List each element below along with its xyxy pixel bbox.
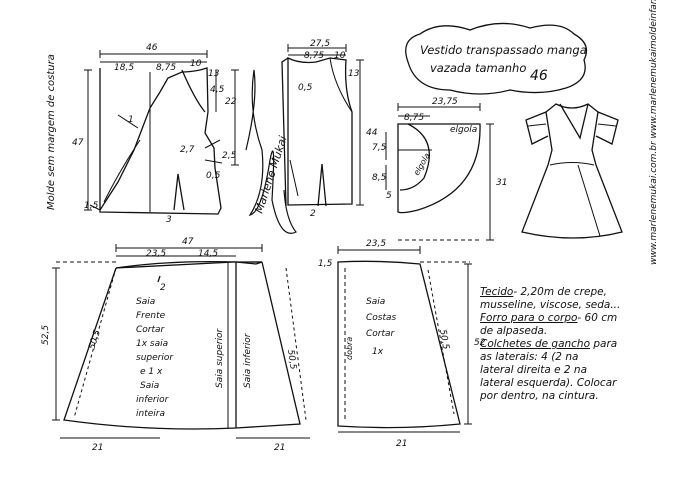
fb-seg3: 10 (190, 59, 202, 69)
title-line-1: Vestido transpassado manga (420, 43, 587, 57)
side-note: Molde sem margem de costura (46, 54, 57, 210)
fs-label-5: e 1 x (140, 367, 163, 377)
bs-label-3: 1x (372, 347, 384, 357)
bs-label-2: Cortar (366, 329, 396, 339)
fb-left: 47 (72, 138, 84, 148)
fs-label-4: superior (136, 353, 174, 363)
fb-45: 4,5 (210, 85, 225, 95)
fb-25: 2,5 (222, 151, 237, 161)
fb-27: 2,7 (180, 145, 195, 155)
sl-height: 31 (496, 178, 507, 188)
bb-13: 13 (348, 69, 360, 79)
hooks-label: Colchetes de gancho (480, 338, 591, 350)
fs-left: 52,5 (41, 325, 51, 345)
fs-bottom2: 21 (274, 443, 285, 453)
bs-label-0: Saia (366, 297, 385, 307)
sl-seg1: 8,75 (404, 113, 424, 123)
bs-fold: dobra (345, 337, 354, 360)
sleeve-piece (397, 123, 481, 214)
fb-13: 13 (208, 69, 220, 79)
fs-label-3: 1x saia (136, 339, 168, 349)
bb-seg2: 10 (334, 51, 346, 61)
bb-2: 2 (310, 209, 316, 219)
bs-top: 23,5 (366, 239, 386, 249)
lining-label: Forro para o corpo (480, 312, 578, 324)
fb-seg2: 8,75 (156, 63, 176, 73)
bs-bottom: 21 (396, 439, 407, 449)
fs-label-sup: Saia superior (215, 328, 225, 388)
fs-seg1: 23,5 (146, 249, 166, 259)
back-bodice-piece (281, 56, 353, 207)
bb-seg1: 8,75 (304, 51, 324, 61)
fb-right: 22 (225, 97, 237, 107)
hooks-text-4: lateral esquerda). Colocar (480, 377, 617, 389)
bs-right: 50,5 (437, 329, 450, 351)
title-cloud (405, 22, 588, 95)
hooks-text-5: por dentro, na cintura. (480, 390, 599, 402)
sl-left: 7,5 (372, 143, 387, 153)
fb-1: 1 (128, 115, 134, 125)
fs-top: 47 (182, 237, 194, 247)
dress-illustration (521, 103, 623, 239)
fb-3: 3 (166, 215, 172, 225)
back-skirt-piece (337, 260, 461, 429)
website-text: www.marlenemukai.com.br www.marlenemukai… (649, 0, 659, 265)
front-skirt-piece (63, 260, 301, 430)
fabric-text-2: musseline, viscose, seda... (480, 299, 621, 311)
fs-label-1: Frente (136, 311, 166, 321)
hooks-text-2: as laterais: 4 (2 na (480, 351, 579, 363)
hooks-text: para (593, 338, 618, 350)
fs-2: 2 (160, 283, 166, 293)
fs-slant: 50,5 (87, 329, 103, 351)
bs-label-1: Costas (366, 313, 397, 323)
bb-right: 44 (366, 128, 378, 138)
front-bodice-piece (89, 67, 223, 215)
bs-15: 1,5 (318, 259, 333, 269)
title-size: 46 (530, 68, 548, 84)
lining-text-2: de alpaseda. (480, 325, 548, 337)
bb-top: 27,5 (310, 39, 330, 49)
fs-label-8: inteira (136, 409, 165, 419)
fs-label-7: inferior (136, 395, 170, 405)
fs-label-inf: Saia inferior (243, 332, 253, 388)
hooks-text-3: lateral direita e 2 na (480, 364, 588, 376)
fabric-text: - 2,20m de crepe, (513, 286, 607, 298)
fs-seg2: 14,5 (198, 249, 218, 259)
fabric-notes: Tecido- 2,20m de crepe, musseline, visco… (480, 286, 670, 403)
sl-85: 8,5 (372, 173, 387, 183)
signature-text: Marlene Mukai (252, 134, 289, 215)
fabric-label: Tecido (480, 286, 514, 298)
fb-top: 46 (146, 43, 158, 53)
sl-top: 23,75 (432, 97, 458, 107)
bs-far-right: 52 (474, 338, 486, 348)
fs-right: 50,5 (285, 349, 298, 371)
lining-text: - 60 cm (577, 312, 618, 324)
title-line-2: vazada tamanho (430, 61, 526, 75)
signature-scribble (245, 69, 297, 234)
fb-05: 0,5 (206, 171, 221, 181)
sl-gola: elgola (450, 125, 477, 135)
bb-05: 0,5 (298, 83, 313, 93)
fs-label-6: Saia (140, 381, 159, 391)
fb-15: 1,5 (84, 201, 99, 211)
fs-label-0: Saia (136, 297, 155, 307)
sl-5: 5 (386, 191, 392, 201)
fb-seg1: 18,5 (114, 63, 134, 73)
fs-bottom1: 21 (92, 443, 103, 453)
fs-label-2: Cortar (136, 325, 166, 335)
